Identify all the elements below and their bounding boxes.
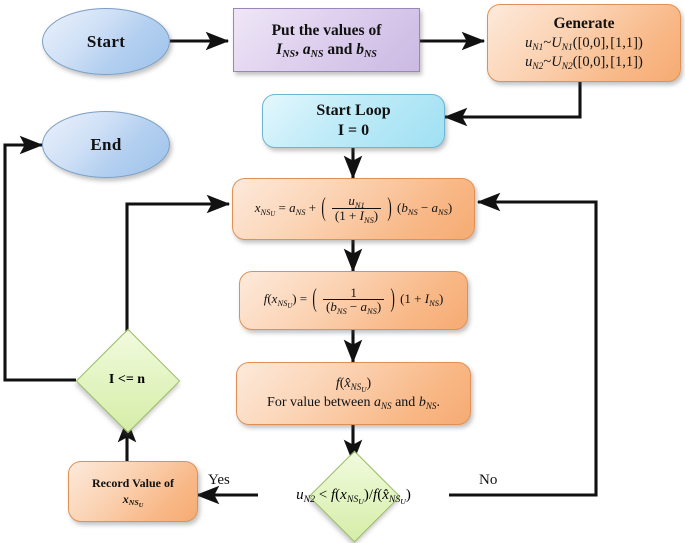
formula-fhat-expression: f(x̂NSU) (335, 376, 372, 395)
record-line1: Record Value of (92, 475, 174, 490)
start-loop-line1: Start Loop (316, 102, 391, 119)
put-values-line2: INS, aNS and bNS (276, 41, 377, 61)
node-formula-x[interactable]: xNSU = aNS + ( uN1 (1 + INS) ) (bNS − aN… (232, 178, 475, 240)
formula-f-expression: f(xNSU) = ( 1 (bNS − aNS) ) (1 + INS) (263, 282, 444, 317)
edge-decision-accept-no-to-formula-x (449, 192, 598, 497)
node-put-values[interactable]: Put the values of INS, aNS and bNS (233, 8, 420, 72)
node-start-loop[interactable]: Start Loop I = 0 (262, 94, 445, 148)
put-values-line1: Put the values of (271, 21, 382, 39)
formula-fhat-note: For value between aNS and bNS. (267, 394, 440, 411)
edge-decision-loop-to-formula-x (125, 194, 231, 340)
edge-decision-loop-to-end (3, 135, 76, 382)
node-formula-fhat[interactable]: f(x̂NSU) For value between aNS and bNS. (236, 362, 471, 425)
node-formula-f[interactable]: f(xNSU) = ( 1 (bNS − aNS) ) (1 + INS) (239, 271, 468, 330)
node-record[interactable]: Record Value of xNSU (68, 461, 198, 522)
node-start-label: Start (86, 31, 126, 51)
node-end-label: End (90, 134, 122, 154)
generate-line1: uN1~UN1([0,0], [1,1]) (525, 35, 643, 54)
record-line2: xNSU (122, 491, 144, 509)
node-decision-accept[interactable]: uN2 < f(xNSU)/f(x̂NSU) (296, 450, 411, 543)
edge-label-no: No (479, 472, 498, 488)
decision-loop-label: I <= n (108, 372, 146, 387)
node-generate[interactable]: Generate uN1~UN1([0,0], [1,1]) uN2~UN2([… (487, 4, 681, 82)
node-start[interactable]: Start (42, 8, 170, 75)
generate-line2: uN2~UN2([0,0], [1,1]) (525, 54, 643, 73)
formula-x-expression: xNSU = aNS + ( uN1 (1 + INS) ) (bNS − aN… (254, 191, 453, 225)
decision-accept-label: uN2 < f(xNSU)/f(x̂NSU) (296, 487, 411, 507)
start-loop-line2: I = 0 (337, 122, 370, 139)
generate-title: Generate (553, 15, 615, 33)
edge-label-yes: Yes (208, 472, 230, 488)
edge-generate-to-start-loop (443, 81, 582, 127)
node-end[interactable]: End (42, 111, 170, 178)
node-decision-loop[interactable]: I <= n (75, 328, 181, 434)
